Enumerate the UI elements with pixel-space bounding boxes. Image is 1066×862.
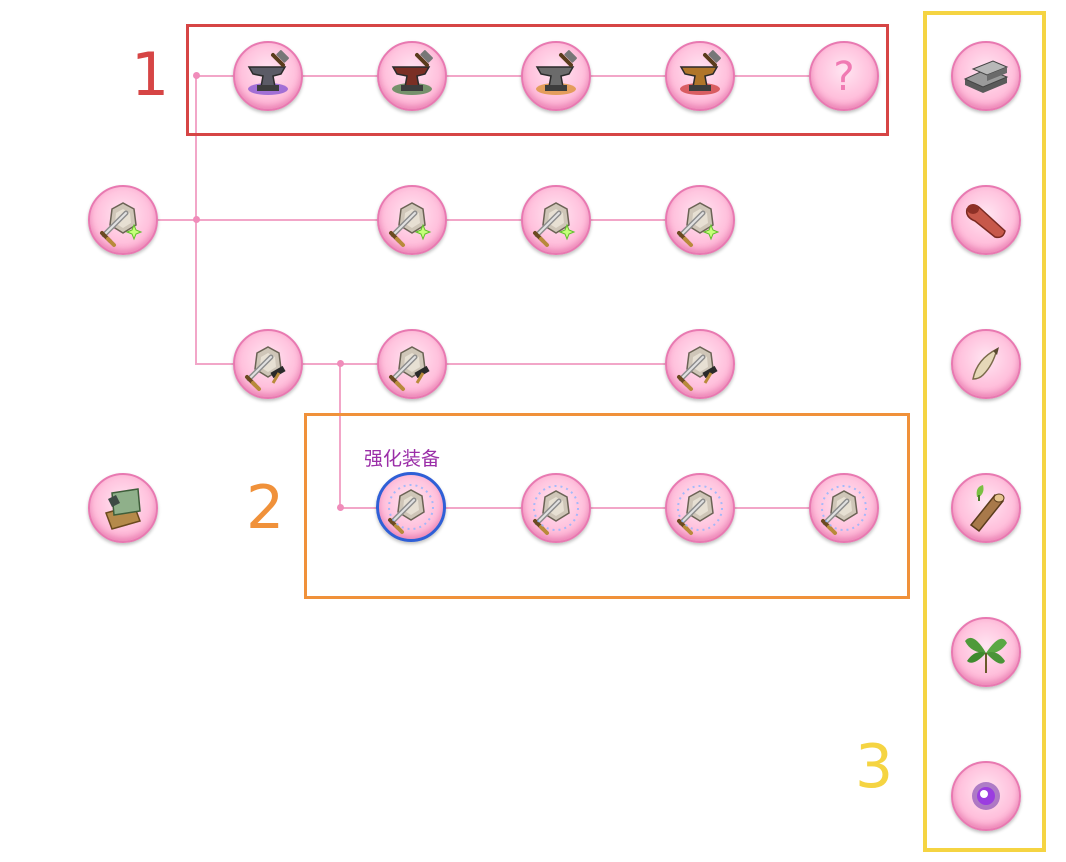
armor-sword-enhance-icon bbox=[677, 485, 723, 535]
skill-node-enhance-1[interactable] bbox=[376, 472, 446, 542]
annotation-box-3 bbox=[923, 11, 1046, 852]
svg-text:?: ? bbox=[833, 54, 854, 100]
armor-sword-sparkle-icon bbox=[100, 202, 143, 247]
armor-sword-enhance-icon bbox=[533, 485, 579, 535]
annotation-label-1: 1 bbox=[131, 40, 170, 110]
annotation-label-2: 2 bbox=[246, 473, 285, 543]
armor-sword-sparkle-icon bbox=[533, 202, 576, 247]
armor-sword-hammer-icon bbox=[677, 346, 718, 391]
skill-node-equipment-2[interactable] bbox=[377, 185, 447, 255]
skill-node-enhance-3[interactable] bbox=[665, 473, 735, 543]
skill-node-forge-2[interactable] bbox=[377, 329, 447, 399]
skill-node-anvil-3[interactable] bbox=[521, 41, 591, 111]
connector-row3 bbox=[196, 363, 699, 365]
skill-node-enhance-4[interactable] bbox=[809, 473, 879, 543]
anvil-red-icon bbox=[679, 50, 721, 95]
junction-dot bbox=[193, 216, 200, 223]
wood-log-icon bbox=[969, 485, 1005, 533]
skill-node-equipment-1[interactable] bbox=[88, 185, 158, 255]
armor-sword-enhance-icon bbox=[821, 485, 867, 535]
question-mark-icon: ? bbox=[833, 54, 854, 100]
anvil-brown-icon bbox=[391, 50, 433, 95]
material-leather[interactable] bbox=[951, 185, 1021, 255]
annotation-label-3: 3 bbox=[855, 732, 894, 802]
material-herb[interactable] bbox=[951, 617, 1021, 687]
armor-sword-enhance-icon bbox=[388, 484, 434, 534]
skill-node-equipment-4[interactable] bbox=[665, 185, 735, 255]
herb-leaf-icon bbox=[965, 637, 1007, 673]
skill-node-unknown[interactable]: ? bbox=[809, 41, 879, 111]
junction-dot bbox=[193, 72, 200, 79]
material-iron-ingot[interactable] bbox=[951, 41, 1021, 111]
skill-node-anvil-4[interactable] bbox=[665, 41, 735, 111]
armor-sword-hammer-icon bbox=[245, 346, 286, 391]
material-orb[interactable] bbox=[951, 761, 1021, 831]
armor-sword-sparkle-icon bbox=[677, 202, 720, 247]
connector-row4 bbox=[340, 507, 844, 509]
anvil-gold-icon bbox=[535, 50, 577, 95]
skill-node-enhance-2[interactable] bbox=[521, 473, 591, 543]
material-claw[interactable] bbox=[951, 329, 1021, 399]
leather-hide-icon bbox=[965, 204, 1006, 239]
iron-ingot-icon bbox=[963, 60, 1009, 93]
material-wood[interactable] bbox=[951, 473, 1021, 543]
claw-fang-icon bbox=[972, 347, 999, 380]
armor-sword-sparkle-icon bbox=[389, 202, 432, 247]
anvil-purple-icon bbox=[247, 50, 289, 95]
skill-node-anvil-2[interactable] bbox=[377, 41, 447, 111]
skill-tooltip: 强化装备 bbox=[364, 448, 441, 470]
skill-node-scroll[interactable] bbox=[88, 473, 158, 543]
skill-node-forge-1[interactable] bbox=[233, 329, 303, 399]
skill-node-equipment-3[interactable] bbox=[521, 185, 591, 255]
connector-branch-vertical bbox=[339, 363, 341, 509]
scroll-map-icon bbox=[105, 488, 141, 530]
skill-node-forge-3[interactable] bbox=[665, 329, 735, 399]
junction-dot bbox=[337, 360, 344, 367]
junction-dot bbox=[337, 504, 344, 511]
skill-node-anvil-1[interactable] bbox=[233, 41, 303, 111]
connector-row1 bbox=[196, 75, 840, 77]
purple-orb-icon bbox=[972, 782, 1000, 810]
armor-sword-hammer-icon bbox=[389, 346, 430, 391]
